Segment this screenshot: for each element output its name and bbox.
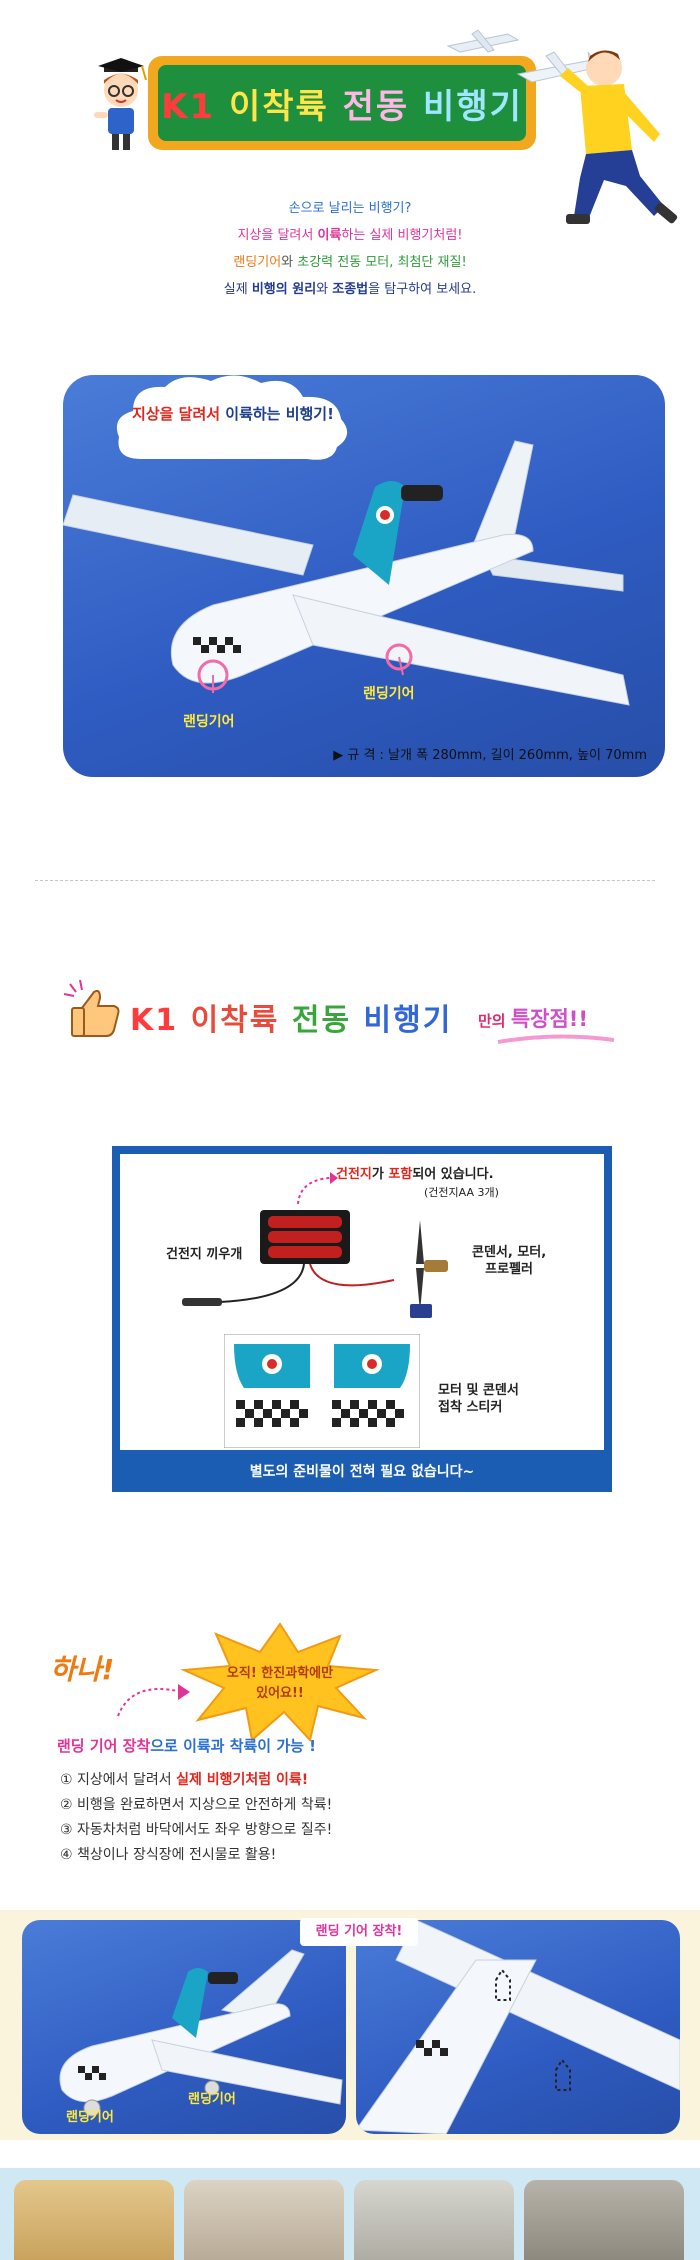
cloud-caption: 지상을 달려서 이륙하는 비행기! <box>132 405 334 423</box>
page-title: K1 이착륙 전동 비행기 <box>161 79 523 128</box>
list-item: ① 지상에서 달려서 실제 비행기처럼 이륙! <box>60 1772 309 1788</box>
intro-line-3: 랜딩기어와 초강력 전동 모터, 최첨단 재질! <box>233 255 467 270</box>
landing-gear-feature: 랜딩 기어 장착으로 이륙과 착륙이 가능 ! <box>57 1737 316 1755</box>
gear-label-photo-left-1: 랜딩기어 <box>66 2110 114 2125</box>
sticker-label: 모터 및 콘덴서 접착 스티커 <box>438 1383 519 1415</box>
intro-text: 손으로 날리는 비행기? 지상을 달려서 이륙하는 실제 비행기처럼! 랜딩기어… <box>0 195 700 303</box>
underline-swash-icon <box>497 1034 615 1044</box>
landing-gear-tag: 랜딩 기어 장착! <box>300 1918 418 1946</box>
spec-text: ▶ 규 격 : 날개 폭 280mm, 길이 260mm, 높이 70mm <box>333 748 647 763</box>
thumbnail-2 <box>184 2180 344 2260</box>
list-item: ③ 자동차처럼 바닥에서도 좌우 방향으로 질주! <box>60 1822 333 1838</box>
thumbnail-3 <box>354 2180 514 2260</box>
feature-point-list: ① 지상에서 달려서 실제 비행기처럼 이륙! ② 비행을 완료하면서 지상으로… <box>60 1768 332 1868</box>
dotted-curve-arrow-icon <box>117 1684 190 1717</box>
airplane-photo: 지상을 달려서 이륙하는 비행기! 랜딩기어 랜딩기어 ▶ 규 격 : 날개 폭… <box>63 375 665 777</box>
kit-footer-text: 별도의 준비물이 전혀 필요 없습니다~ <box>249 1464 475 1480</box>
kit-contents-inner: 건전지가 포함되어 있습니다. (건전지AA 3개) 건전지 끼우개 콘덴서, … <box>120 1154 604 1450</box>
section-divider <box>35 880 655 881</box>
gear-label-photo-left-2: 랜딩기어 <box>188 2092 236 2107</box>
thumbnail-strip <box>0 2168 700 2260</box>
intro-line-1: 손으로 날리는 비행기? <box>288 201 412 216</box>
sticker-sheet-icon <box>224 1334 420 1448</box>
title-word-2: 전동 <box>342 86 410 127</box>
star-burst-icon <box>180 1622 380 1742</box>
battery-holder-icon <box>182 1210 395 1306</box>
battery-sub-note: (건전지AA 3개) <box>424 1186 499 1199</box>
foam-airplane-side-icon <box>59 1949 343 2117</box>
section-hana-heading: 하나! <box>50 1653 115 1686</box>
student-character-icon <box>94 58 147 150</box>
dotted-arrow-icon <box>297 1172 338 1205</box>
thumbnail-4 <box>524 2180 684 2260</box>
boy-flying-plane-icon <box>446 29 678 224</box>
landing-gear-photo-right <box>356 1920 680 2134</box>
thumbnail-1 <box>14 2180 174 2260</box>
list-item: ④ 책상이나 장식장에 전시물로 활용! <box>60 1847 277 1863</box>
star-burst-text: 오직! 한진과학에만 있어요!! <box>226 1666 334 1701</box>
landing-gear-photo-left: 랜딩기어 랜딩기어 <box>22 1920 346 2134</box>
thumbs-up-icon <box>63 979 120 1037</box>
title-k1: K1 <box>161 86 216 127</box>
title-banner: K1 이착륙 전동 비행기 <box>148 56 536 150</box>
features-title: K1 이착륙 전동 비행기 <box>130 1003 453 1038</box>
battery-holder-label: 건전지 끼우개 <box>166 1247 243 1262</box>
cloud-bubble-icon <box>116 375 348 460</box>
intro-line-4: 실제 비행의 원리와 조종법을 탐구하여 보세요. <box>223 282 477 297</box>
title-banner-inner: K1 이착륙 전동 비행기 <box>158 65 526 141</box>
gear-label-right: 랜딩기어 <box>363 686 415 702</box>
features-suffix: 만의 특장점!! <box>478 1007 588 1031</box>
title-word-3: 비행기 <box>423 86 523 127</box>
kit-contents-box: 건전지가 포함되어 있습니다. (건전지AA 3개) 건전지 끼우개 콘덴서, … <box>112 1146 612 1492</box>
motor-label: 콘덴서, 모터, 프로펠러 <box>472 1245 547 1277</box>
foam-airplane-underside-icon <box>356 1920 680 2134</box>
header-illustration: K1 이착륙 전동 비행기 <box>0 0 700 250</box>
star-burst: 오직! 한진과학에만 있어요!! <box>180 1622 380 1742</box>
intro-line-2: 지상을 달려서 이륙하는 실제 비행기처럼! <box>237 228 463 243</box>
foam-airplane-icon <box>63 440 630 706</box>
motor-propeller-icon <box>410 1220 448 1318</box>
battery-included-note: 건전지가 포함되어 있습니다. <box>336 1167 494 1182</box>
gear-label-left: 랜딩기어 <box>183 714 235 730</box>
title-word-1: 이착륙 <box>228 86 329 127</box>
list-item: ② 비행을 완료하면서 지상으로 안전하게 착륙! <box>60 1797 333 1813</box>
